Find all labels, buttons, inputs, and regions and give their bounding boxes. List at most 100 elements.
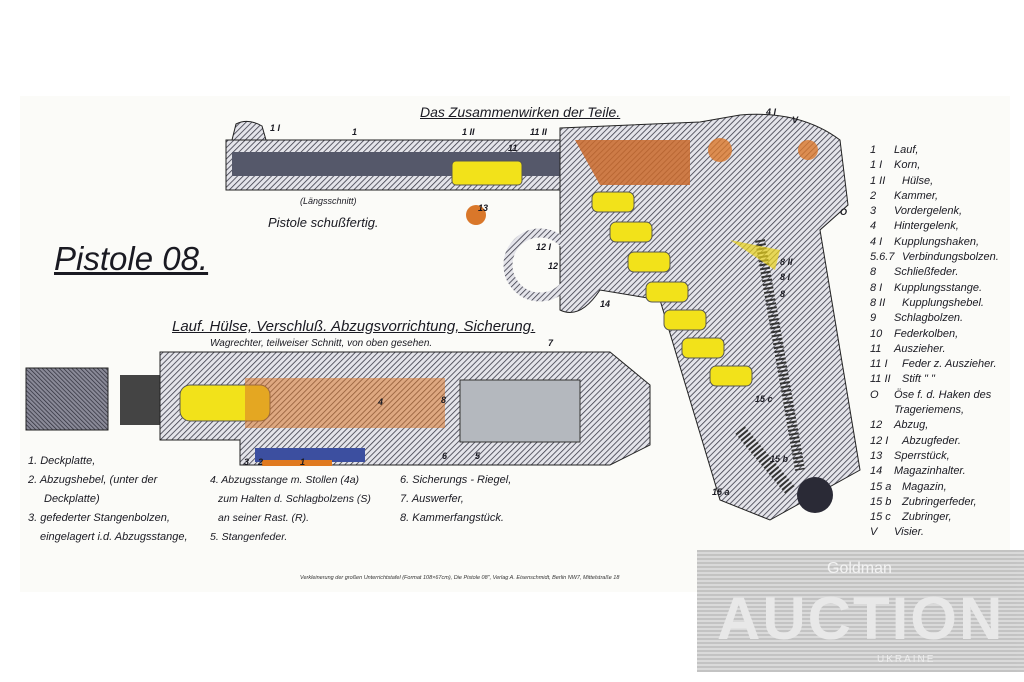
legend-number: 4 I [870, 235, 883, 248]
callout: 8 II [780, 257, 793, 267]
legend-text: Zubringerfeder, [902, 495, 977, 508]
legend-text: Kupplungshaken, [894, 235, 980, 248]
legend-number: 2 [870, 189, 877, 202]
legend-item: 4 Hintergelenk, [870, 219, 999, 234]
legend-item: 11 Auszieher. [870, 342, 999, 357]
legend-number: 8 I [870, 281, 883, 294]
legend-number: V [870, 526, 878, 539]
ready-label: Pistole schußfertig. [268, 215, 379, 230]
sear-plate [262, 460, 332, 466]
legend-number: 15 c [870, 511, 891, 524]
callout: 12 I [536, 242, 552, 252]
callout: 6 [442, 451, 448, 461]
legend-number: 9 [870, 312, 877, 325]
callout: 11 II [530, 127, 547, 137]
legend-text: Trageriemens, [894, 404, 965, 417]
callout: 15 a [712, 487, 730, 497]
legend-text: Hintergelenk, [894, 220, 959, 233]
callout: 4 [378, 397, 384, 407]
legend-text: Federkolben, [894, 327, 959, 340]
legend-number: 4 [870, 220, 877, 233]
legend-text: Korn, [894, 159, 921, 172]
callout: 14 [600, 299, 611, 309]
front-sight [231, 120, 267, 141]
callout: 1 I [270, 123, 281, 133]
legend-text: Vordergelenk, [894, 205, 963, 218]
legend-item: 8. Kammerfangstück. [400, 512, 504, 524]
callout: 8 [441, 395, 447, 405]
callout: 11 [508, 143, 518, 153]
legend-item: 2 Kammer, [870, 189, 999, 204]
legend-number: 15 b [870, 495, 892, 508]
callout: 13 [478, 203, 489, 213]
legend-number: O [870, 388, 879, 401]
legend-item: 3. gefederter Stangenbolzen, [28, 512, 170, 524]
barrel-end [120, 375, 160, 425]
bottom-legend-col1: 1. Deckplatte, 2. Abzugshebel, (unter de… [28, 452, 188, 547]
toggle-joint [708, 138, 732, 162]
legend-text: Feder z. Auszieher. [902, 358, 997, 371]
legend-item: 9 Schlagbolzen. [870, 311, 999, 326]
legend-number: 11 [870, 342, 882, 355]
toggle-section [459, 379, 581, 443]
legend-number: 1 [870, 144, 877, 156]
callout: 8 I [780, 272, 791, 282]
lower-diagram-title: Lauf. Hülse, Verschluß. Abzugsvorrichtun… [172, 318, 536, 335]
legend-item: 6. Sicherungs - Riegel, [400, 474, 512, 486]
legend-item: 8 II Kupplungshebel. [870, 296, 999, 311]
breech-section [245, 378, 445, 428]
callout: 8 [780, 289, 786, 299]
magazine-base [797, 477, 833, 513]
legend-item: 4 I Kupplungshaken, [870, 235, 999, 250]
legend-text: Stift " " [902, 373, 935, 386]
legend-text: Hülse, [902, 174, 934, 187]
trigger-guard [503, 228, 577, 302]
legend-number: 5.6.7 [870, 251, 895, 264]
chambered-cartridge [451, 160, 523, 186]
footer-credit: Verkleinerung der großen Unterrichtstafe… [300, 575, 620, 581]
top-diagram-title: Das Zusammenwirken der Teile. [420, 104, 621, 120]
callout: 1 [300, 457, 306, 467]
trigger-bar [255, 448, 365, 462]
legend-number: 8 II [870, 296, 886, 309]
callout: 12 [548, 261, 559, 271]
legend-text: Schlagbolzen. [894, 312, 964, 325]
legend-text: Kupplungshebel. [902, 296, 984, 309]
legend-text: Auszieher. [894, 342, 946, 355]
legend-item: 7. Auswerfer, [400, 493, 464, 505]
legend-text: Magazin, [902, 480, 947, 493]
callout: 1 [352, 127, 358, 137]
bottom-legend-col2: 4. Abzugsstange m. Stollen (4a) zum Halt… [210, 471, 371, 547]
legend-number: 12 [870, 419, 883, 432]
callout: 15 b [770, 454, 789, 464]
legend-text: Kammer, [894, 189, 939, 202]
side-view-pistol [225, 113, 861, 521]
legend-item: V Visier. [870, 525, 999, 540]
callout: 3 [244, 457, 250, 467]
legend-item: 4. Abzugsstange m. Stollen (4a) [210, 474, 360, 486]
legend-text: Visier. [894, 526, 924, 539]
legend-item: 15 b Zubringerfeder, [870, 495, 999, 510]
callout: 4 I [766, 107, 777, 117]
rear-toggle [798, 140, 818, 160]
watermark-top: Goldman [827, 560, 892, 577]
auction-watermark: Goldman AUCTION UKRAINE [697, 550, 1024, 672]
legend-text: Abzug, [894, 419, 929, 432]
callout: 7 [548, 338, 554, 348]
top-section-view [25, 351, 651, 466]
frame-and-grip [559, 113, 861, 521]
